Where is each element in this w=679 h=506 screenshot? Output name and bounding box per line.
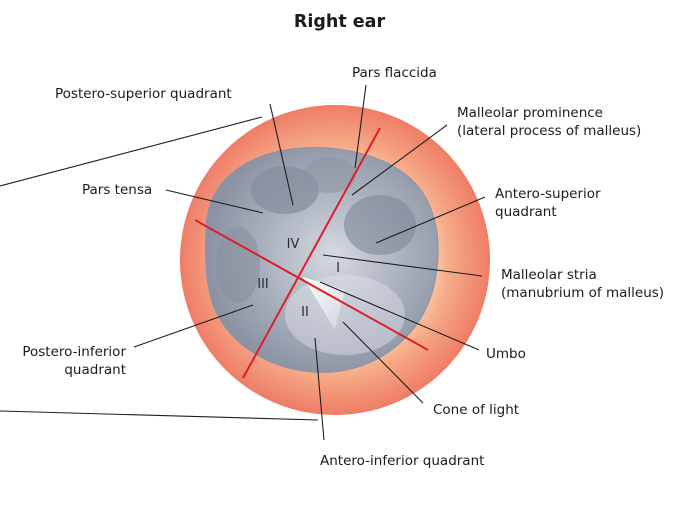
- quadrant-label-ii: II: [301, 305, 309, 320]
- ear-canal-upper-line: [0, 116, 263, 187]
- leader-antero-inferior: [314, 337, 325, 441]
- label-antero-superior: Antero-superior: [495, 186, 601, 202]
- label-postero-inferior-quadrant: quadrant: [64, 362, 126, 378]
- leader-malleolar-prominence: [351, 124, 448, 196]
- label-manubrium-of-malleus: (manubrium of malleus): [501, 285, 664, 301]
- label-umbo: Umbo: [486, 346, 526, 362]
- label-malleolar-prominence: Malleolar prominence: [457, 105, 603, 121]
- quadrant-label-iv: IV: [287, 237, 300, 252]
- label-postero-superior-quadrant: Postero-superior quadrant: [55, 86, 232, 102]
- leader-pars-flaccida: [354, 84, 367, 169]
- leader-postero-superior: [269, 103, 294, 206]
- label-cone-of-light: Cone of light: [433, 402, 519, 418]
- quadrant-axis-malleus: [242, 127, 381, 379]
- leader-postero-inferior: [133, 304, 254, 348]
- label-antero-superior-quadrant: quadrant: [495, 204, 557, 220]
- label-lateral-process-of-malleus: (lateral process of malleus): [457, 123, 641, 139]
- leader-pars-tensa: [165, 189, 264, 214]
- leader-umbo: [319, 281, 480, 351]
- leader-malleolar-stria: [322, 254, 483, 277]
- label-antero-inferior-quadrant: Antero-inferior quadrant: [320, 453, 484, 469]
- label-pars-tensa: Pars tensa: [82, 182, 152, 198]
- diagram-title: Right ear: [294, 12, 386, 32]
- label-malleolar-stria: Malleolar stria: [501, 267, 597, 283]
- label-pars-flaccida: Pars flaccida: [352, 65, 437, 81]
- ear-canal-lower-line: [0, 410, 319, 421]
- membrane-shadow-superior: [304, 157, 356, 193]
- quadrant-axis-perpendicular: [194, 219, 429, 351]
- quadrant-label-iii: III: [257, 277, 269, 292]
- cone-of-light-shape: [303, 277, 345, 330]
- quadrant-label-i: I: [336, 261, 340, 276]
- label-postero-inferior: Postero-inferior: [22, 344, 126, 360]
- leader-antero-superior: [375, 196, 486, 244]
- membrane-shadow-anterior: [344, 195, 416, 255]
- membrane-shadow-posterior: [216, 227, 260, 303]
- membrane-shadow-posterior-superior: [251, 166, 319, 214]
- leader-cone-of-light: [342, 321, 424, 404]
